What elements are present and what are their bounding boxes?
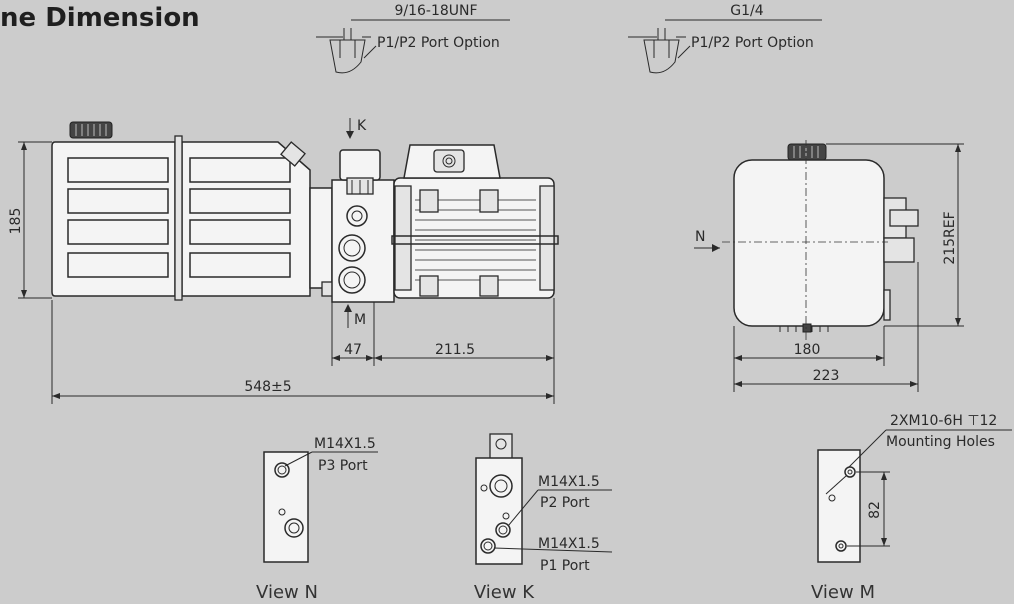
view-k: M14X1.5 P2 Port M14X1.5 P1 Port View K xyxy=(474,433,613,603)
dim-215ref: 215REF xyxy=(942,211,958,264)
port-option-g14-label: P1/P2 Port Option xyxy=(691,35,814,51)
arrow-k-label: K xyxy=(357,118,367,134)
solenoid-valve xyxy=(339,149,381,181)
port-option-unf-label: P1/P2 Port Option xyxy=(377,35,500,51)
view-m-dim-82: 82 xyxy=(867,501,883,519)
end-tank xyxy=(733,159,885,327)
port-option-unf: 9/16-18UNF P1/P2 Port Option xyxy=(316,3,510,74)
dim-47: 47 xyxy=(344,342,362,358)
tank-flange xyxy=(174,135,183,301)
arrow-n-label: N xyxy=(695,229,705,245)
filler-cap-icon xyxy=(69,121,113,139)
end-view: N 215REF 180 223 xyxy=(694,140,964,392)
view-k-p1-thread: M14X1.5 xyxy=(538,536,600,552)
view-n-port: P3 Port xyxy=(318,458,368,474)
view-k-p1-port: P1 Port xyxy=(540,558,590,574)
dim-223: 223 xyxy=(813,368,840,384)
dim-180: 180 xyxy=(794,342,821,358)
oil-tank-left xyxy=(51,141,176,297)
view-n: M14X1.5 P3 Port View N xyxy=(256,436,378,603)
view-m-holes-thread: 2XM10-6H ⊤12 xyxy=(890,413,997,429)
view-k-p2-port: P2 Port xyxy=(540,495,590,511)
oil-tank-right xyxy=(181,141,311,297)
dim-total-length: 548±5 xyxy=(244,379,291,395)
drawing-title: ne Dimension xyxy=(0,3,200,33)
dim-211-5: 211.5 xyxy=(435,342,475,358)
view-m-holes-label: Mounting Holes xyxy=(886,434,995,450)
view-k-p2-thread: M14X1.5 xyxy=(538,474,600,490)
port-option-g14-thread: G1/4 xyxy=(730,3,763,19)
view-m-caption: View M xyxy=(811,582,875,603)
port-option-unf-thread: 9/16-18UNF xyxy=(394,3,477,19)
dim-height-185: 185 xyxy=(8,208,24,235)
port-option-g14: G1/4 P1/P2 Port Option xyxy=(628,3,822,74)
side-view: K M 185 47 211.5 548±5 xyxy=(8,118,559,404)
view-k-caption: View K xyxy=(474,582,535,603)
arrow-m-label: M xyxy=(354,312,366,328)
view-n-thread: M14X1.5 xyxy=(314,436,376,452)
view-m: 2XM10-6H ⊤12 Mounting Holes 82 View M xyxy=(811,413,1012,603)
view-n-caption: View N xyxy=(256,582,318,603)
